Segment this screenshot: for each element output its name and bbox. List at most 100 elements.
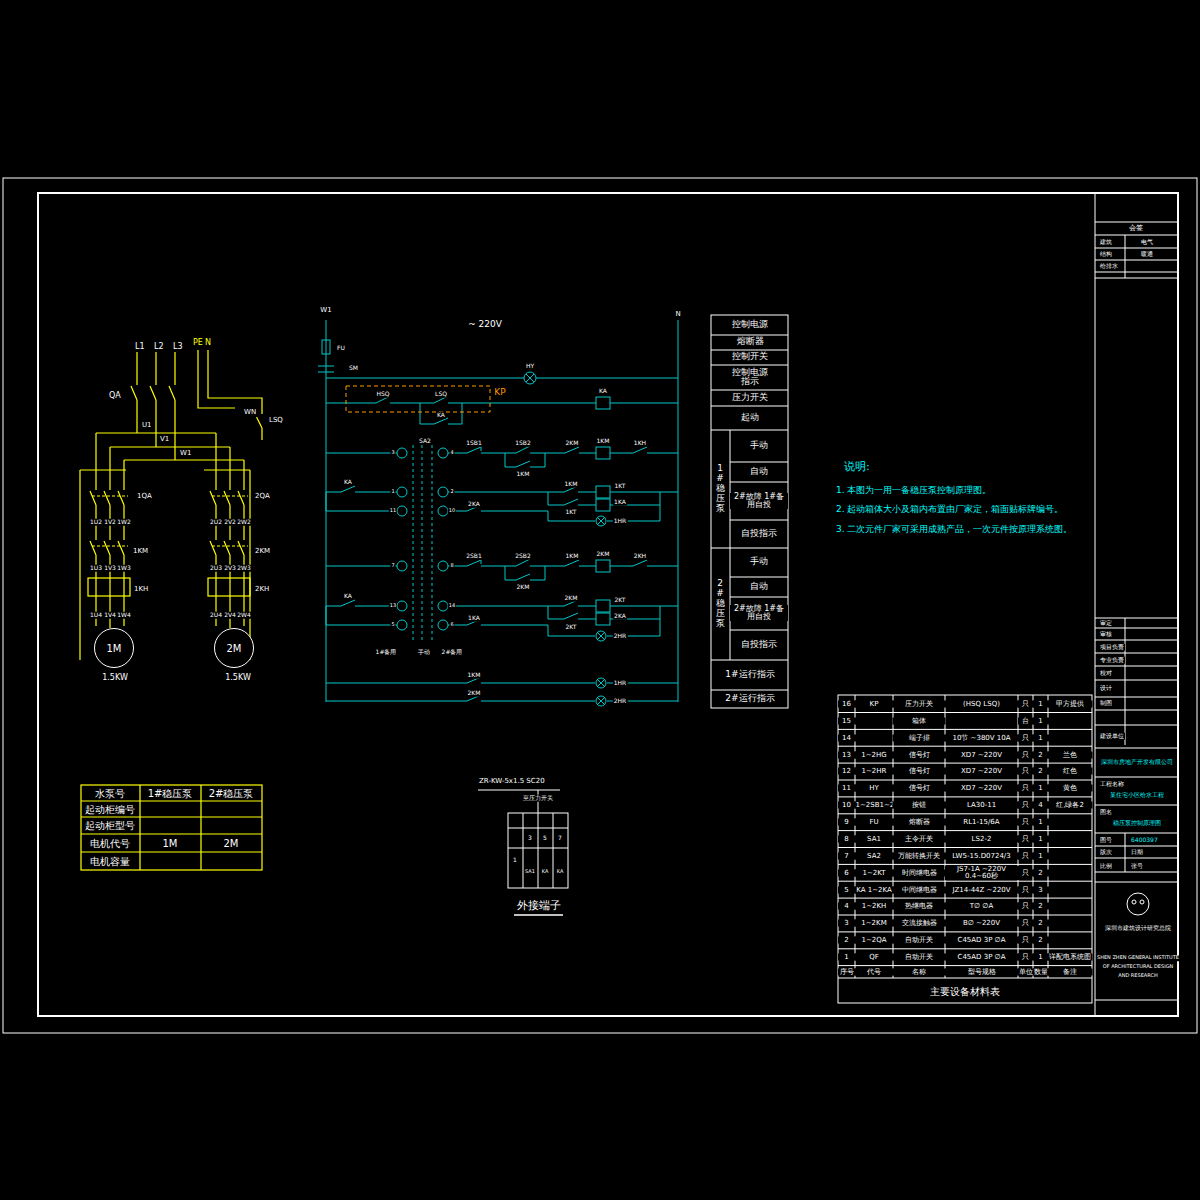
label: JS7-1A ~220V 0.4~60秒 (945, 866, 1019, 880)
label: 会签 (1128, 225, 1144, 233)
label: 1 (1033, 852, 1049, 859)
label: 深圳市建筑设计研究总院 (1104, 925, 1172, 932)
label: 4 (838, 903, 856, 910)
label: 14 (448, 603, 456, 609)
motor-symbol: 2M (214, 628, 254, 668)
label: 建筑 (1099, 239, 1113, 246)
label: 2#稳压泵 (208, 788, 255, 799)
label: 10节 ~380V 10A (945, 734, 1019, 741)
label: 8 (838, 835, 856, 842)
label: 只 (1018, 920, 1034, 927)
label: 只 (1018, 903, 1034, 910)
label: JZ14-44Z ~220V (945, 886, 1019, 893)
label: 2KM (467, 690, 482, 697)
label: 1#备用 (375, 649, 398, 656)
motor-label: 2M (227, 643, 242, 654)
label: FU (855, 819, 894, 826)
label: 2HR (613, 633, 628, 640)
label: 11 (838, 785, 856, 792)
label: 电机代号 (89, 838, 131, 849)
label: 2KM (516, 584, 531, 591)
label: 只 (1018, 785, 1034, 792)
label: 序号 (838, 968, 856, 975)
label: 2 (1033, 903, 1049, 910)
label: 单位 (1018, 968, 1034, 975)
label: 2KM (596, 551, 611, 558)
label: SA2 (418, 438, 432, 445)
label: 1 (512, 857, 518, 864)
label: LS2-2 (945, 835, 1019, 842)
label: ~ 220V (467, 320, 503, 330)
label: 兰色 (1048, 751, 1093, 758)
label: 按钮 (893, 802, 946, 809)
label: 1QA (136, 493, 153, 501)
label: 14 (838, 734, 856, 741)
label: 1W4 (116, 612, 132, 619)
label: 只 (1018, 768, 1034, 775)
label: 1 (1033, 954, 1049, 961)
label: 自动开关 (893, 954, 946, 961)
label: 1KA (613, 499, 627, 506)
label: KA (343, 479, 353, 486)
label: 1U2 (89, 519, 103, 526)
label: 2W3 (236, 565, 252, 572)
label: 自动 (749, 582, 769, 592)
label: 4 (449, 450, 454, 456)
label: 1~2KM (855, 920, 894, 927)
label: 2KH (633, 553, 647, 560)
label: 图名 (1099, 809, 1113, 816)
label: 6 (449, 622, 454, 628)
label: SA2 (855, 852, 894, 859)
label: LSQ (434, 391, 448, 398)
label: 1.5KW (101, 674, 129, 683)
label: AND RESEARCH (1117, 973, 1158, 979)
label: 1 (1033, 835, 1049, 842)
label: 10 (838, 802, 856, 809)
label: 起动柜编号 (84, 804, 136, 815)
label: 中间继电器 (893, 886, 946, 893)
label: 控制电源 指示 (727, 368, 773, 386)
label: 只 (1018, 819, 1034, 826)
label: 13 (389, 603, 397, 609)
label: HY (525, 363, 535, 370)
label: 1KM (596, 438, 611, 445)
label: 只 (1018, 734, 1034, 741)
label: SA1 (524, 869, 536, 875)
label: 1#稳压泵 (147, 788, 194, 799)
label: 1V2 (103, 519, 117, 526)
label: 1V3 (103, 565, 117, 572)
label: 2KM (254, 548, 271, 556)
label: 9 (838, 819, 856, 826)
label: 3 (838, 920, 856, 927)
label: 交流接触器 (893, 920, 946, 927)
label: 1KM (564, 481, 579, 488)
label: 自动 (749, 467, 769, 477)
label: 15 (838, 717, 856, 724)
label: 型号规格 (945, 968, 1019, 975)
label: KA 1~2KA (855, 886, 894, 893)
label: 1HR (613, 680, 628, 687)
label: 2 (1033, 869, 1049, 876)
motor-label: 1M (107, 643, 122, 654)
label: 备注 (1048, 968, 1093, 975)
label: 主令开关 (893, 835, 946, 842)
label: 信号灯 (893, 768, 946, 775)
label: T∅ ∅A (945, 903, 1019, 910)
label: 1KM (516, 471, 531, 478)
label: 1KH (133, 586, 149, 594)
label: 结构 (1099, 251, 1113, 258)
label: 5 (542, 835, 548, 842)
label: 信号灯 (893, 785, 946, 792)
label: 手动 (749, 441, 769, 451)
label: 至压力开关 (522, 795, 554, 802)
label: 名称 (893, 968, 946, 975)
label: 压力开关 (893, 701, 946, 708)
label: XD7 ~220V (945, 751, 1019, 758)
label: 熔断器 (893, 819, 946, 826)
label: 2U4 (209, 612, 223, 619)
label: 2U2 (209, 519, 223, 526)
label: 2W4 (236, 612, 252, 619)
label: 制图 (1099, 700, 1113, 707)
label: 1. 本图为一用一备稳压泵控制原理图。 (835, 486, 992, 496)
